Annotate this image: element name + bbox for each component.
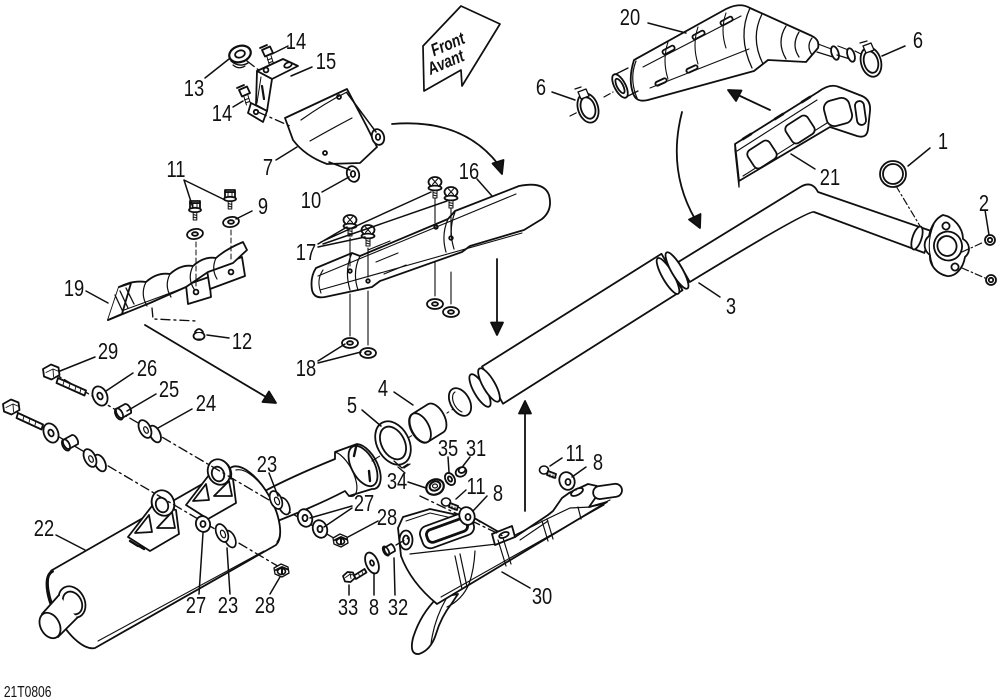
- svg-text:21T0806: 21T0806: [4, 683, 52, 700]
- svg-text:27: 27: [186, 593, 206, 619]
- svg-text:14: 14: [212, 101, 233, 127]
- svg-text:23: 23: [257, 452, 277, 478]
- svg-text:9: 9: [258, 194, 268, 220]
- svg-text:31: 31: [466, 436, 486, 462]
- svg-text:34: 34: [387, 469, 408, 495]
- svg-text:33: 33: [338, 595, 358, 621]
- svg-text:22: 22: [34, 516, 54, 542]
- svg-text:32: 32: [388, 595, 408, 621]
- svg-text:17: 17: [296, 240, 316, 266]
- svg-text:28: 28: [255, 593, 275, 619]
- svg-text:11: 11: [166, 157, 185, 183]
- svg-text:15: 15: [316, 49, 336, 75]
- svg-text:18: 18: [296, 356, 316, 382]
- svg-text:8: 8: [493, 481, 503, 507]
- svg-text:12: 12: [232, 329, 252, 355]
- svg-text:24: 24: [196, 391, 217, 417]
- svg-text:26: 26: [137, 356, 157, 382]
- svg-text:6: 6: [536, 75, 546, 101]
- svg-text:30: 30: [532, 584, 552, 610]
- svg-text:28: 28: [377, 505, 397, 531]
- svg-text:11: 11: [467, 474, 486, 500]
- svg-text:21: 21: [820, 165, 840, 191]
- svg-text:8: 8: [593, 450, 603, 476]
- svg-text:2: 2: [979, 191, 989, 217]
- svg-text:5: 5: [347, 393, 357, 419]
- svg-text:6: 6: [913, 28, 923, 54]
- svg-text:13: 13: [184, 76, 204, 102]
- svg-text:35: 35: [438, 436, 458, 462]
- svg-text:19: 19: [64, 276, 84, 302]
- svg-text:20: 20: [620, 5, 640, 31]
- svg-text:25: 25: [159, 377, 179, 403]
- svg-text:29: 29: [98, 339, 118, 365]
- svg-text:3: 3: [726, 294, 736, 320]
- svg-text:23: 23: [218, 593, 238, 619]
- svg-text:27: 27: [354, 491, 374, 517]
- svg-text:11: 11: [566, 441, 585, 467]
- svg-text:10: 10: [301, 188, 321, 214]
- svg-text:1: 1: [938, 129, 948, 155]
- svg-text:7: 7: [263, 155, 273, 181]
- svg-text:8: 8: [369, 595, 379, 621]
- svg-text:16: 16: [459, 159, 479, 185]
- svg-text:4: 4: [378, 376, 388, 402]
- svg-text:14: 14: [286, 29, 307, 55]
